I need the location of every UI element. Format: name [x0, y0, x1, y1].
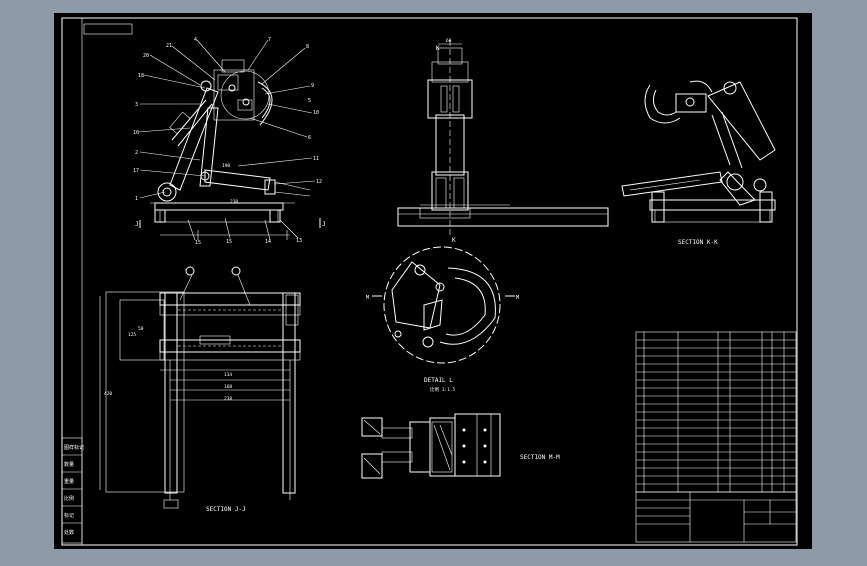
balloon-number: 20 — [143, 53, 149, 59]
balloon-number: 2 — [135, 150, 138, 156]
balloon-number: 15 — [226, 239, 232, 245]
dimension-label: 125 — [128, 332, 136, 338]
detail-l-scale: 比例 1:1.5 — [430, 386, 456, 393]
section-marker-m: M — [516, 295, 519, 301]
balloon-number: 7 — [268, 37, 271, 43]
section-j-j-label: SECTION J-J — [206, 506, 246, 513]
drawing-sheet — [54, 13, 812, 549]
detail-l-view: M M DETAIL L 比例 1:1.5 — [366, 246, 519, 393]
balloon-number: 14 — [265, 239, 271, 245]
side-view: 60 K K — [397, 38, 609, 244]
balloon-number: 13 — [296, 238, 302, 244]
section-k-k-view: SECTION K-K — [621, 80, 776, 246]
sheet-inner-border — [81, 17, 798, 546]
front-view-leaders — [137, 39, 316, 241]
detail-l-title: DETAIL L — [424, 377, 453, 384]
section-marker-k: K — [452, 237, 456, 244]
balloon-number: 16 — [133, 130, 139, 136]
balloon-number: 15 — [195, 240, 201, 246]
title-block — [635, 491, 797, 543]
front-view — [139, 59, 321, 240]
dimension-label: 60 — [446, 38, 452, 44]
balloon-number: 18 — [138, 73, 144, 79]
section-marker-j: J — [322, 221, 326, 228]
dimension-label: 238 — [230, 199, 238, 205]
side-block-label: 数量 — [64, 461, 74, 468]
balloon-number: 10 — [313, 110, 319, 116]
section-m-m-view: SECTION M-M — [361, 413, 560, 479]
balloon-number: 6 — [308, 135, 311, 141]
balloon-number: 4 — [194, 37, 197, 43]
balloon-number: 17 — [133, 168, 139, 174]
balloon-number: 5 — [308, 98, 311, 104]
dimension-label: 238 — [224, 396, 232, 402]
section-m-m-label: SECTION M-M — [520, 454, 560, 461]
dimension-label: 50 — [138, 326, 144, 332]
section-j-j-view: 125 50 134 168 238 420 SECTION J-J — [99, 266, 301, 513]
balloon-number: 1 — [135, 196, 138, 202]
section-marker-k: K — [436, 45, 440, 52]
dimension-label: 168 — [224, 384, 232, 390]
balloon-number: 8 — [306, 44, 309, 50]
dimension-label: 190 — [222, 163, 230, 169]
section-marker-m: M — [366, 295, 369, 301]
section-k-k-label: SECTION K-K — [678, 239, 718, 246]
dimension-label: 420 — [104, 391, 112, 397]
front-view-balloons: 20 21 4 7 8 9 10 18 3 5 16 2 6 17 1 11 1… — [133, 37, 326, 246]
left-side-blocks: 图样标记 数量 重量 比例 标记 处数 — [61, 437, 84, 544]
side-block-label: 标记 — [64, 512, 74, 519]
balloon-number: 9 — [311, 83, 314, 89]
parts-list-table — [635, 331, 797, 493]
balloon-number: 11 — [313, 156, 319, 162]
balloon-number: 12 — [316, 179, 322, 185]
balloon-number: 3 — [135, 102, 138, 108]
side-block-label: 处数 — [64, 529, 74, 536]
side-block-label: 比例 — [64, 495, 74, 502]
top-left-title-box — [83, 23, 133, 35]
balloon-number: 21 — [166, 43, 172, 49]
section-marker-j: J — [135, 221, 139, 228]
dimension-label: 134 — [224, 372, 232, 378]
side-block-label: 图样标记 — [64, 444, 84, 451]
side-block-label: 重量 — [64, 478, 74, 485]
